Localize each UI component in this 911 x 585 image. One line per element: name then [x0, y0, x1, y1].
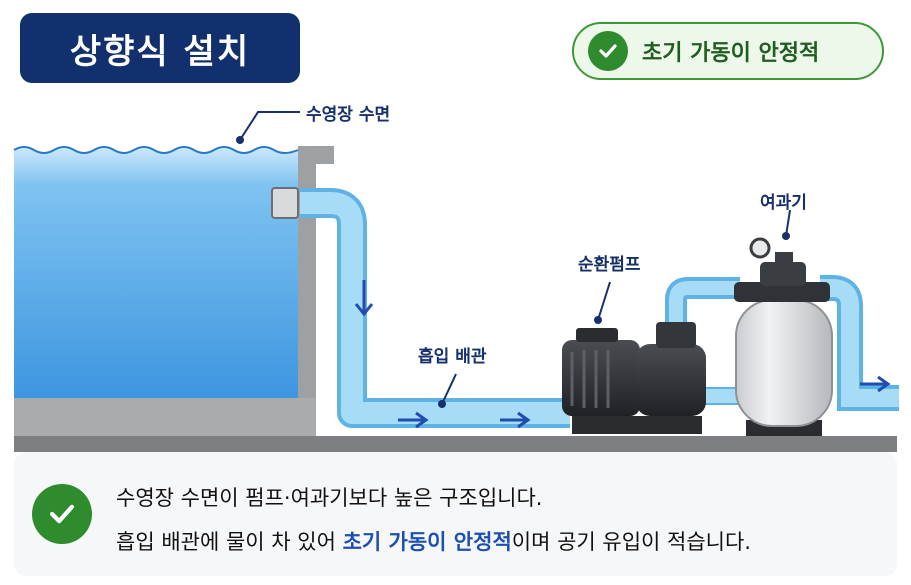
pump-leader	[597, 281, 611, 321]
intake-leader-dot	[438, 400, 446, 408]
pool-surface-line	[13, 146, 299, 154]
pump-to-filter-pipe-inner	[669, 281, 740, 325]
ground	[14, 436, 897, 452]
pool-water	[14, 147, 298, 398]
page-title: 상향식 설치	[20, 13, 300, 83]
intake-pipe	[300, 188, 570, 428]
pump-leader-dot	[594, 316, 602, 324]
flow-arrow-return	[860, 375, 891, 393]
flow-arrow-down	[354, 280, 374, 317]
note-line-2-pre: 흡입 배관에 물이 차 있어	[116, 530, 343, 554]
intake-leader	[441, 373, 457, 405]
label-intake-pipe: 흡입 배관	[418, 347, 487, 367]
note-line-1: 수영장 수면이 펌프·여과기보다 높은 구조입니다.	[116, 486, 543, 510]
label-pool-surface: 수영장 수면	[306, 105, 391, 125]
pool-floor	[14, 398, 316, 436]
check-circle-icon	[588, 31, 628, 71]
note-line-2: 흡입 배관에 물이 차 있어 초기 가동이 안정적이며 공기 유입이 적습니다.	[116, 526, 751, 556]
circulation-pump	[562, 322, 706, 434]
intake-pipe-inner	[300, 192, 570, 424]
filter-leader-dot	[782, 232, 790, 240]
return-pipe-inner	[820, 279, 899, 407]
filter-leader	[785, 209, 791, 237]
status-badge: 초기 가동이 안정적	[572, 22, 884, 80]
label-pump: 순환펌프	[578, 255, 641, 275]
flow-arrow-right-1	[398, 411, 429, 429]
sand-filter	[734, 237, 833, 436]
pool-surface-leader	[239, 111, 300, 141]
pool-wall-top	[298, 146, 334, 164]
check-circle-icon	[32, 484, 92, 544]
note-highlight: 초기 가동이 안정적	[342, 530, 512, 554]
note-line-2-post: 이며 공기 유입이 적습니다.	[511, 530, 751, 554]
pool-surface-leader-dot	[236, 136, 244, 144]
note-panel: 수영장 수면이 펌프·여과기보다 높은 구조입니다. 흡입 배관에 물이 차 있…	[14, 452, 897, 576]
label-filter: 여과기	[760, 193, 807, 213]
pool-wall	[298, 146, 316, 436]
status-badge-label: 초기 가동이 안정적	[642, 41, 820, 66]
skimmer-fitting	[271, 187, 299, 219]
flow-arrow-right-2	[500, 411, 531, 429]
